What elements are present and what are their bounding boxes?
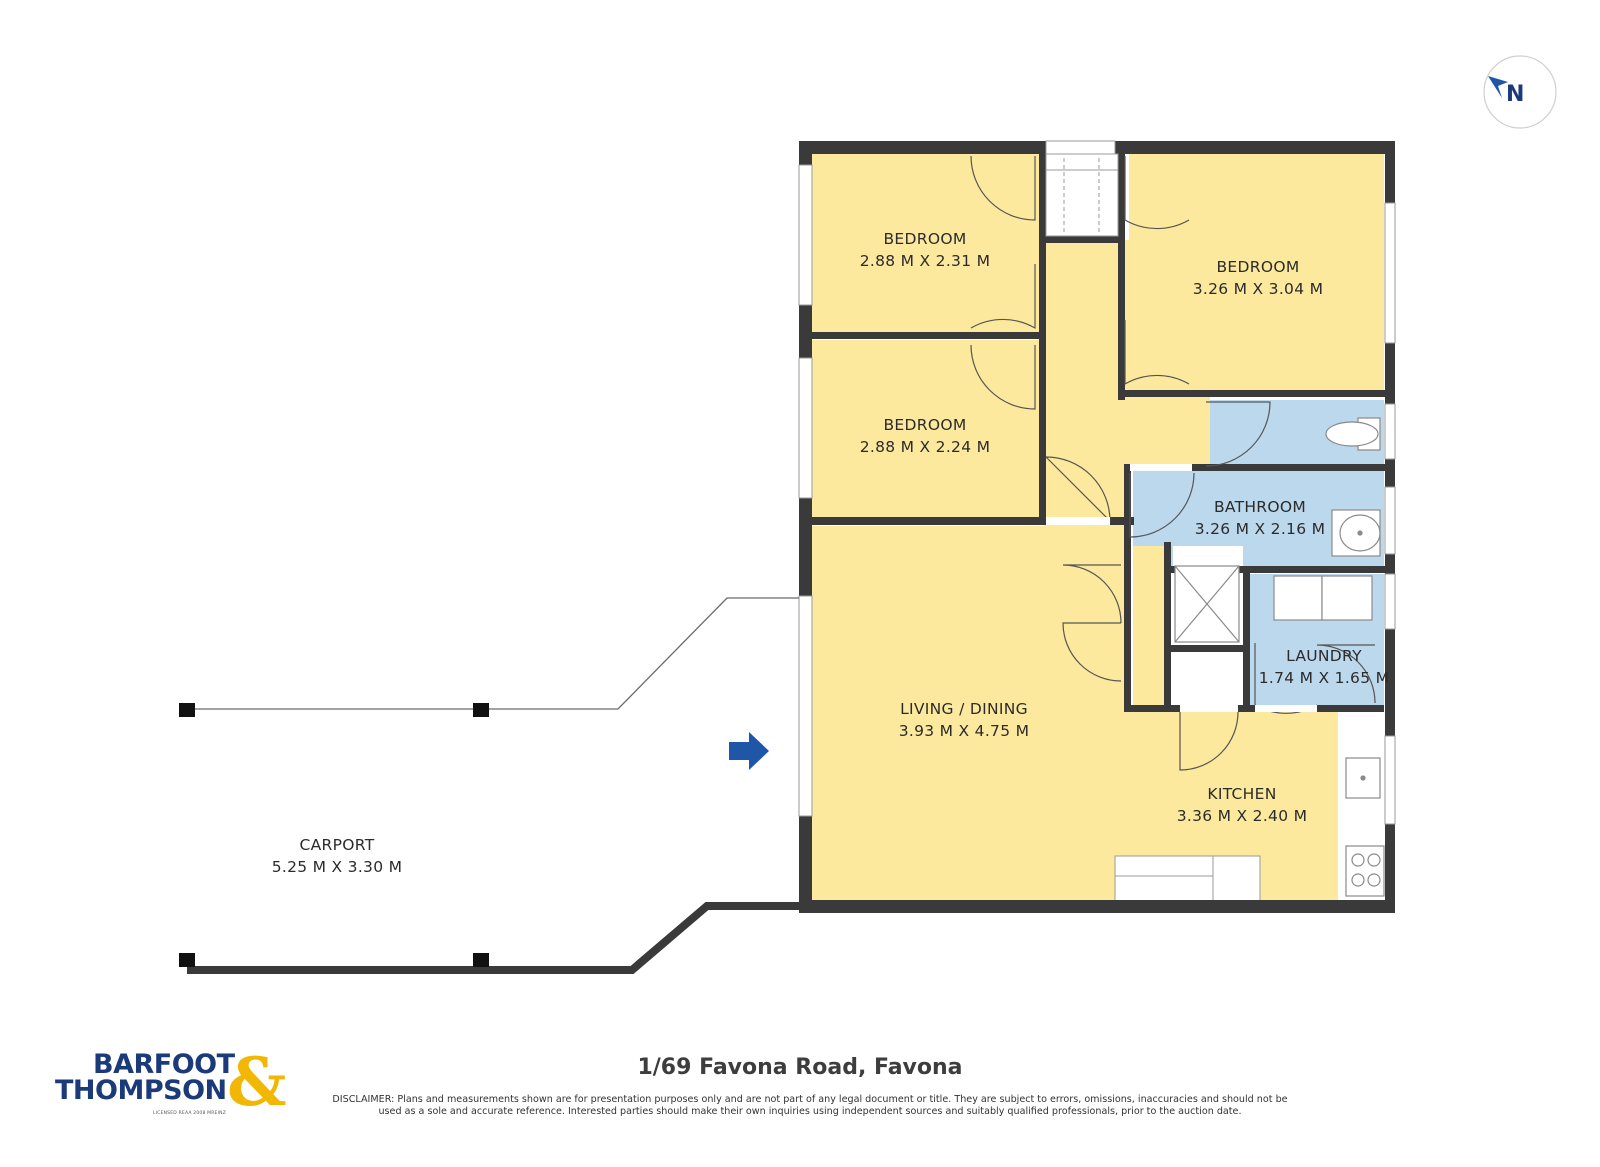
room-labels: BEDROOM 2.88 M X 2.31 M BEDROOM 3.26 M X… bbox=[272, 230, 1390, 876]
entry-arrow-icon bbox=[729, 732, 769, 770]
hallway-fill-2 bbox=[1120, 396, 1210, 466]
room-dims: 3.26 M X 2.16 M bbox=[1195, 520, 1326, 538]
disclaimer: DISCLAIMER: Plans and measurements shown… bbox=[330, 1094, 1290, 1118]
washer bbox=[1273, 575, 1323, 621]
bedroom-1-fill bbox=[806, 154, 1044, 334]
room-name: BATHROOM bbox=[1214, 498, 1306, 516]
compass: N bbox=[1483, 55, 1557, 129]
room-dims: 2.88 M X 2.24 M bbox=[860, 438, 991, 456]
logo-licence: LICENSED REAA 2008 MREINZ bbox=[153, 1111, 226, 1116]
cooktop bbox=[1345, 845, 1385, 897]
bedroom-3-fill bbox=[806, 340, 1044, 520]
fixtures bbox=[1174, 417, 1385, 897]
bedroom-2-fill bbox=[1129, 154, 1384, 391]
post bbox=[473, 953, 489, 967]
compass-ring bbox=[1483, 55, 1557, 129]
room-dims: 3.36 M X 2.40 M bbox=[1177, 807, 1308, 825]
room-name: BEDROOM bbox=[883, 230, 966, 248]
windows bbox=[798, 140, 1396, 825]
carport bbox=[179, 597, 799, 974]
logo-ampersand: & bbox=[227, 1043, 287, 1121]
room-name: KITCHEN bbox=[1207, 785, 1276, 803]
north-arrow-icon bbox=[1488, 76, 1508, 98]
post bbox=[179, 703, 195, 717]
property-address: 1/69 Favona Road, Favona bbox=[637, 1055, 963, 1080]
logo-line-2: THOMPSON bbox=[55, 1075, 227, 1106]
room-dims: 5.25 M X 3.30 M bbox=[272, 858, 403, 876]
room-dims: 3.26 M X 3.04 M bbox=[1193, 280, 1324, 298]
disclaimer-text: Plans and measurements shown are for pre… bbox=[378, 1094, 1288, 1117]
wardrobe bbox=[1045, 153, 1119, 237]
room-dims: 1.74 M X 1.65 M bbox=[1259, 669, 1390, 687]
brand-logo: BARFOOT THOMPSON & LICENSED REAA 2008 MR… bbox=[55, 1049, 287, 1116]
room-dims: 3.93 M X 4.75 M bbox=[899, 722, 1030, 740]
room-name: BEDROOM bbox=[883, 416, 966, 434]
room-name: BEDROOM bbox=[1216, 258, 1299, 276]
post bbox=[179, 953, 195, 967]
disclaimer-label: DISCLAIMER: bbox=[332, 1094, 395, 1105]
hallway-fill bbox=[1044, 240, 1129, 528]
cupboard-fill bbox=[1133, 546, 1165, 706]
room-name: LAUNDRY bbox=[1286, 647, 1362, 665]
compass-label: N bbox=[1506, 82, 1524, 107]
living-kitchen-fill bbox=[806, 526, 1384, 906]
door-openings bbox=[1046, 464, 1317, 712]
tub bbox=[1321, 575, 1373, 621]
room-fills bbox=[806, 154, 1384, 906]
linen-fill bbox=[1173, 654, 1243, 706]
room-name: LIVING / DINING bbox=[900, 700, 1028, 718]
island-fill bbox=[1114, 855, 1261, 905]
room-dims: 2.88 M X 2.31 M bbox=[860, 252, 991, 270]
logo-line-1: BARFOOT bbox=[93, 1049, 235, 1080]
room-name: CARPORT bbox=[300, 836, 375, 854]
door-swings bbox=[970, 155, 1376, 771]
post bbox=[473, 703, 489, 717]
